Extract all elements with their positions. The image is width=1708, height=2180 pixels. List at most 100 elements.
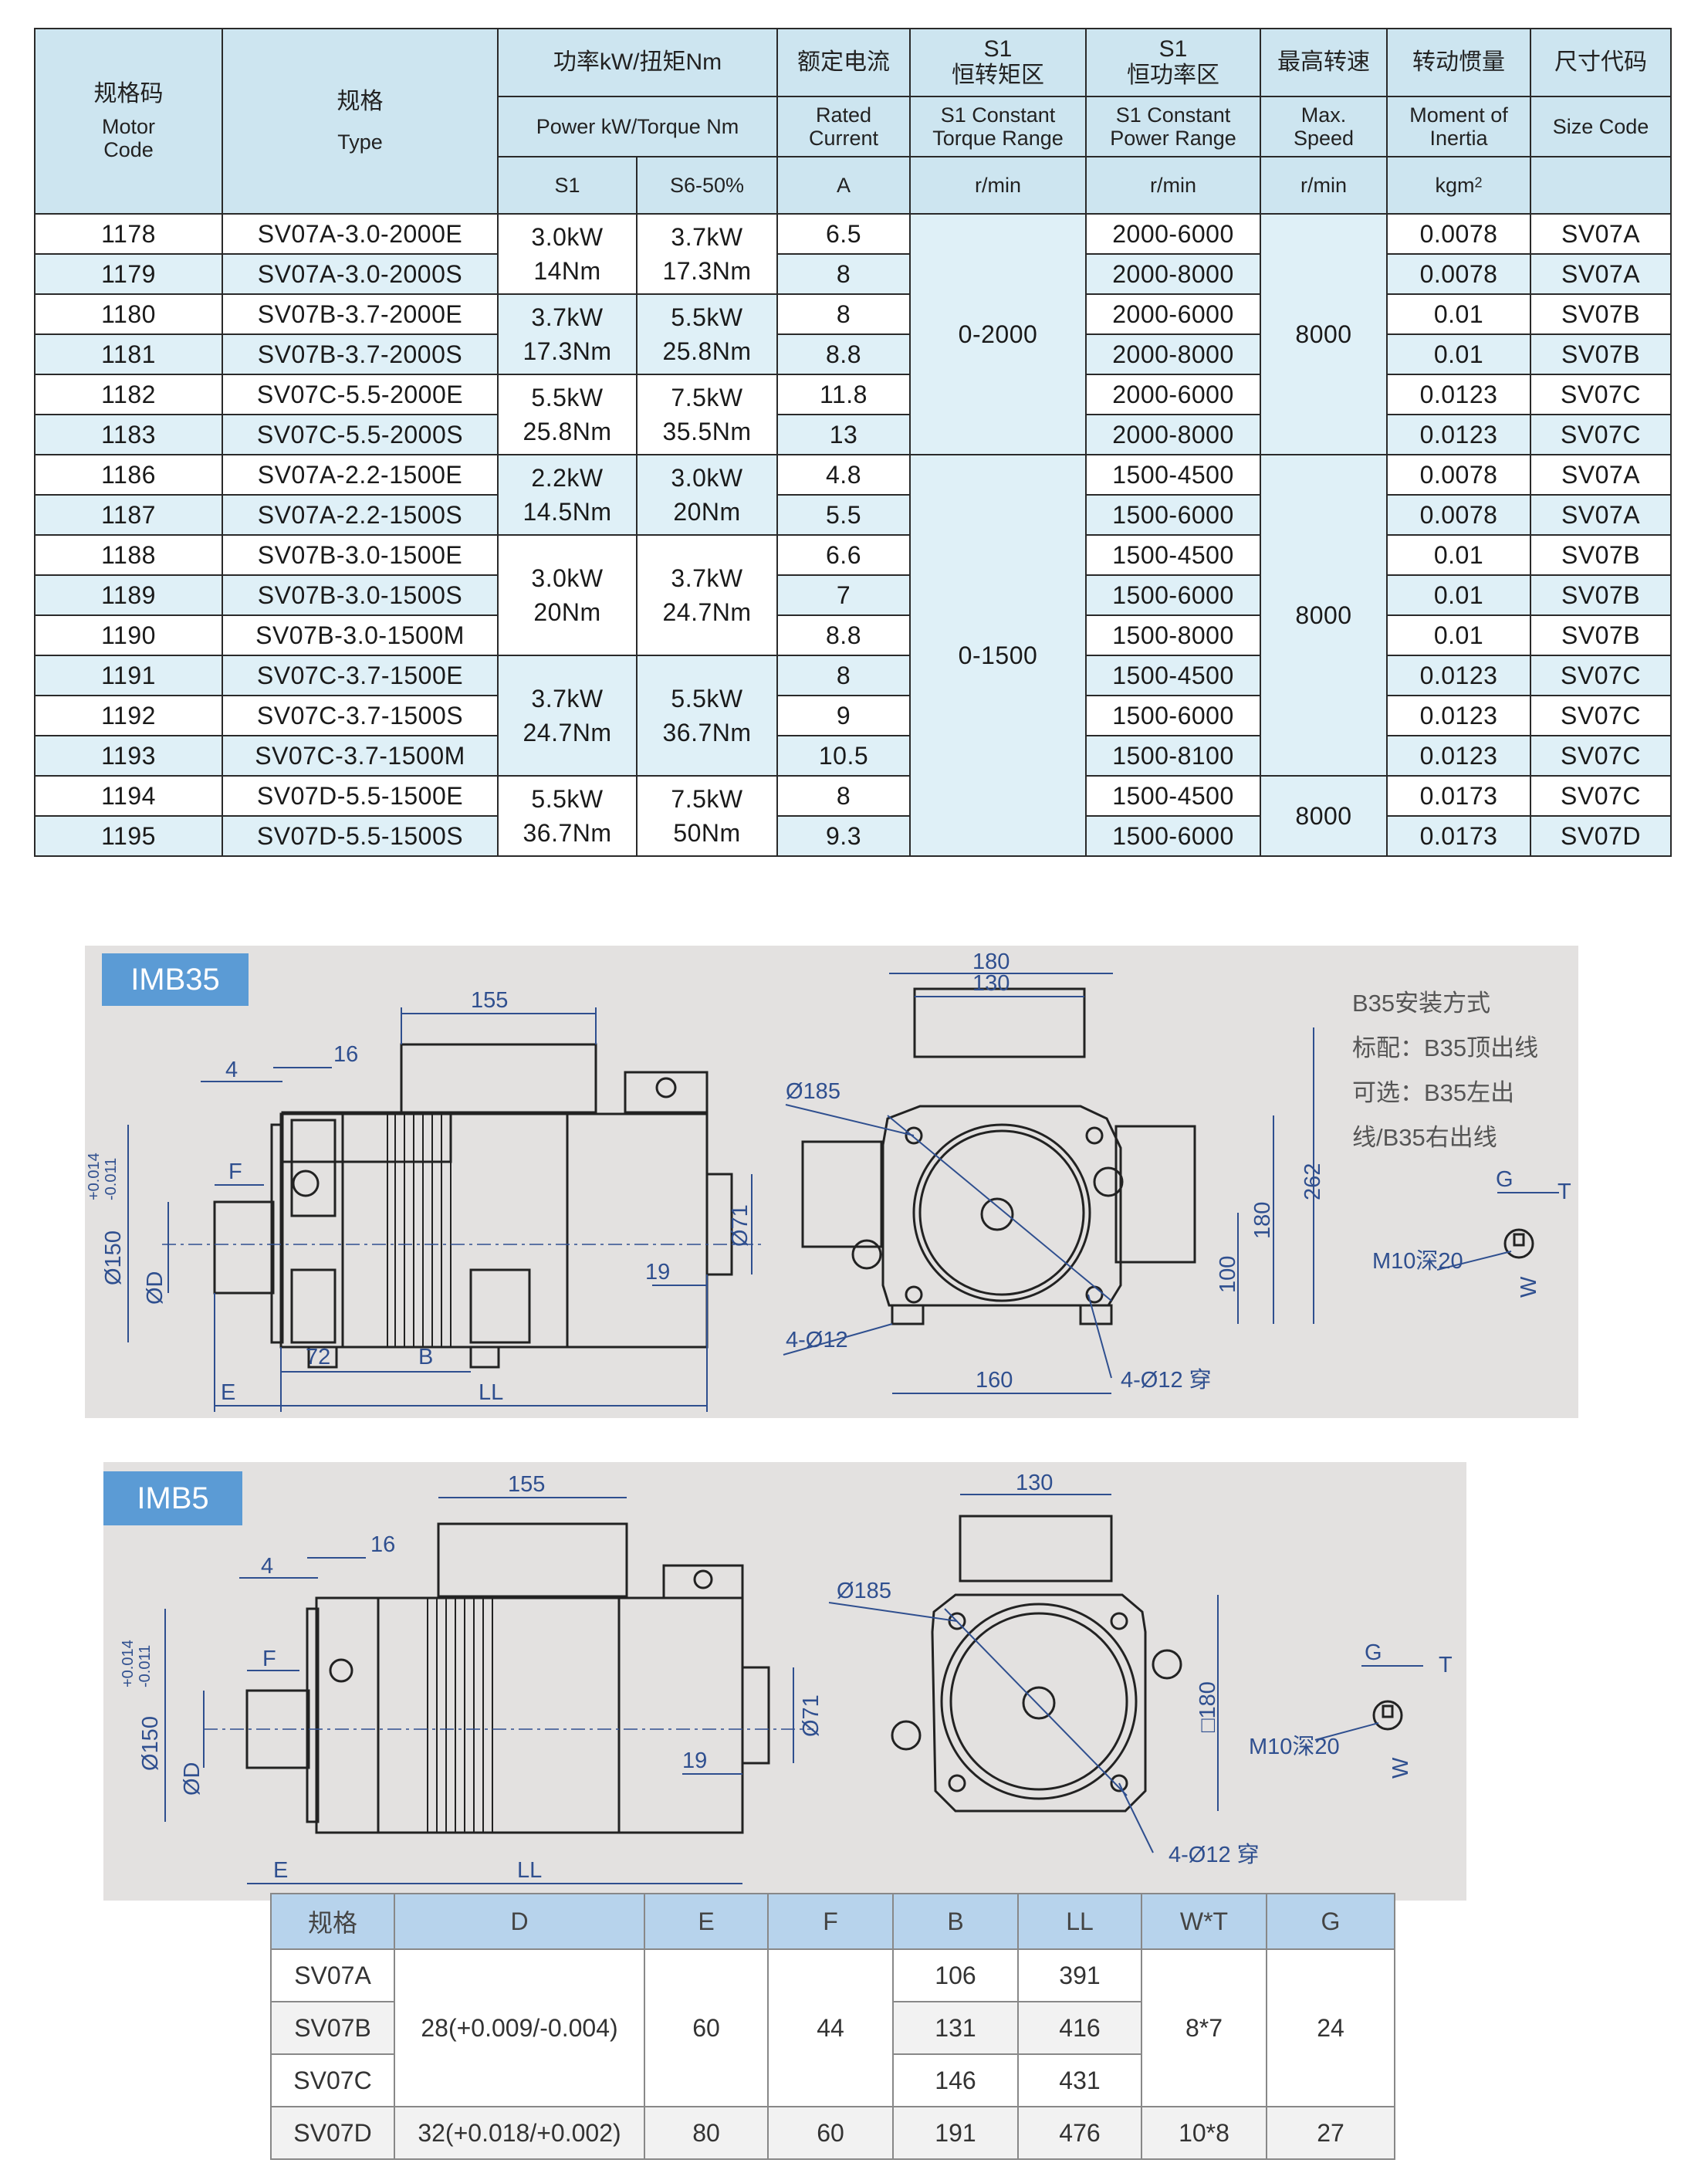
dim-spec: SV07B (270, 2001, 395, 2055)
rated-current: 8 (776, 775, 911, 817)
size-code: SV07C (1530, 655, 1672, 696)
motor-code: 1178 (34, 213, 223, 255)
svg-text:180: 180 (972, 950, 1010, 974)
motor-code: 1188 (34, 534, 223, 576)
motor-type: SV07C-3.7-1500E (222, 655, 499, 696)
motor-type: SV07B-3.0-1500M (222, 614, 499, 656)
size-code: SV07C (1530, 414, 1672, 455)
power-range: 2000-8000 (1085, 333, 1261, 375)
svg-text:4: 4 (261, 1554, 273, 1579)
svg-text:100: 100 (1216, 1256, 1240, 1293)
imb5-tag: IMB5 (103, 1471, 242, 1525)
svg-text:Ø185: Ø185 (837, 1579, 891, 1603)
svg-text:G: G (1496, 1167, 1514, 1192)
svg-text:Ø71: Ø71 (728, 1204, 753, 1247)
inertia: 0.01 (1386, 293, 1531, 335)
motor-spec-table: 规格码 Motor Code 规格 Type 功率kW/扭矩Nm 额定电流 S1… (34, 28, 1672, 857)
dim-F: 44 (767, 1948, 894, 2107)
svg-text:□180: □180 (1196, 1681, 1220, 1732)
svg-text:19: 19 (645, 1260, 670, 1285)
svg-text:W: W (1517, 1276, 1541, 1298)
svg-text:LL: LL (517, 1858, 542, 1883)
imb5-side-view (204, 1522, 813, 1834)
dim-WT: 8*7 (1141, 1948, 1267, 2107)
svg-text:M10深20: M10深20 (1249, 1735, 1340, 1759)
imb35-drawing: 155 16 4 F Ø150 +0.014 -0.011 ØD Ø71 19 … (86, 950, 1571, 1412)
inertia: 0.0123 (1386, 655, 1531, 696)
imb35-side-view (162, 1043, 764, 1369)
motor-type: SV07D-5.5-1500E (222, 775, 499, 817)
rated-current: 8 (776, 655, 911, 696)
motor-code: 1191 (34, 655, 223, 696)
svg-text:19: 19 (682, 1748, 707, 1773)
motor-code: 1193 (34, 735, 223, 777)
imb35-key-detail: G T W M10深20 (1372, 1167, 1571, 1298)
motor-code: 1189 (34, 574, 223, 616)
svg-text:160: 160 (976, 1368, 1013, 1393)
imb35-notes: B35安装方式 标配：B35顶出线 可选：B35左出线/B35右出线 (1352, 990, 1539, 1151)
power-range: 1500-8000 (1085, 614, 1261, 656)
dim-header: F (767, 1893, 894, 1950)
svg-text:+0.014: +0.014 (120, 1640, 137, 1687)
svg-text:ØD: ØD (143, 1271, 167, 1305)
dim-header: E (644, 1893, 769, 1950)
svg-text:262: 262 (1300, 1163, 1325, 1200)
inertia: 0.0078 (1386, 253, 1531, 295)
inertia: 0.0123 (1386, 735, 1531, 777)
dim-spec: SV07A (270, 1948, 395, 2002)
svg-text:G: G (1365, 1640, 1382, 1665)
rated-current: 9.3 (776, 815, 911, 857)
rated-current: 7 (776, 574, 911, 616)
svg-text:F: F (262, 1647, 276, 1671)
power-range: 1500-4500 (1085, 775, 1261, 817)
motor-type: SV07C-3.7-1500M (222, 735, 499, 777)
header-max-speed: 最高转速 (1260, 28, 1388, 97)
power-range: 1500-6000 (1085, 574, 1261, 616)
motor-code: 1187 (34, 494, 223, 536)
dim-F: 60 (767, 2106, 894, 2160)
inertia: 0.0078 (1386, 454, 1531, 496)
size-code: SV07A (1530, 494, 1672, 536)
imb5-panel: IMB5 155 16 4 (103, 1462, 1466, 1901)
svg-text:E: E (221, 1380, 235, 1405)
imb35-side-dims: 155 16 4 F Ø150 +0.014 -0.011 ØD Ø71 19 … (86, 988, 753, 1412)
svg-text:155: 155 (508, 1472, 545, 1497)
rated-current: 8.8 (776, 614, 911, 656)
size-code: SV07D (1530, 815, 1672, 857)
header-type: 规格 Type (222, 28, 499, 215)
motor-type: SV07A-2.2-1500E (222, 454, 499, 496)
svg-text:F: F (228, 1159, 242, 1184)
rated-current: 8.8 (776, 333, 911, 375)
svg-text:T: T (1557, 1180, 1571, 1204)
dim-header: W*T (1141, 1893, 1267, 1950)
rated-current: 6.6 (776, 534, 911, 576)
rated-current: 4.8 (776, 454, 911, 496)
power-range: 2000-6000 (1085, 213, 1261, 255)
imb35-front-view (801, 987, 1196, 1325)
dim-B: 146 (892, 2053, 1019, 2107)
inertia: 0.01 (1386, 333, 1531, 375)
size-code: SV07B (1530, 293, 1672, 335)
size-code: SV07B (1530, 574, 1672, 616)
imb35-front-dims: 180 130 130 Ø185 262 180 100 4-Ø12 160 4… (783, 950, 1325, 1394)
svg-text:W: W (1388, 1757, 1413, 1779)
dim-B: 106 (892, 1948, 1019, 2002)
power-range: 1500-4500 (1085, 534, 1261, 576)
svg-text:4: 4 (225, 1058, 238, 1082)
rated-current: 11.8 (776, 374, 911, 415)
inertia: 0.0173 (1386, 815, 1531, 857)
